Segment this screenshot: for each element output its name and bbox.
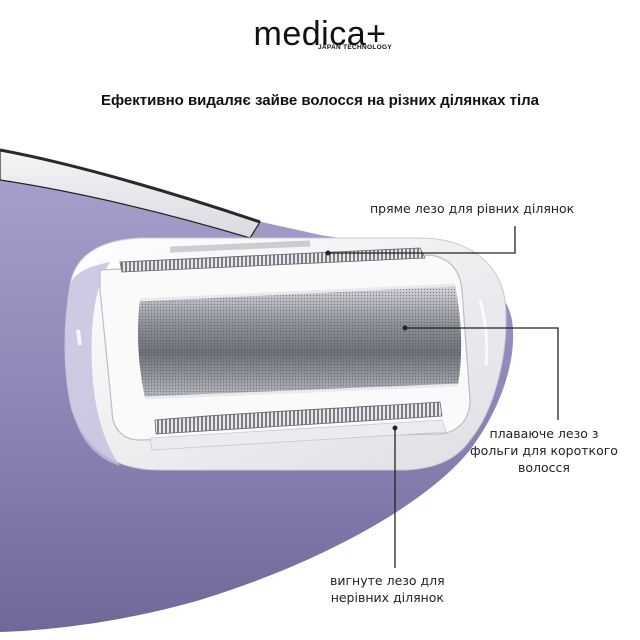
straight-blade [119, 247, 426, 273]
leader-lines [325, 226, 559, 568]
logo-subtitle: JAPAN TECHNOLOGY [318, 44, 393, 51]
headline: Ефективно видаляє зайве волосся на різни… [101, 92, 539, 109]
curved-blade [154, 401, 443, 435]
callout-curved-blade: вигнуте лезо для нерівних ділянок [330, 573, 445, 605]
logo-text: medica+ [253, 15, 387, 53]
brand-logo: medica+ [0, 14, 640, 54]
callout-straight-blade: пряме лезо для рівних ділянок [370, 201, 575, 216]
callout-floating-blade: плаваюче лезо з фольги для короткого вол… [470, 426, 618, 475]
